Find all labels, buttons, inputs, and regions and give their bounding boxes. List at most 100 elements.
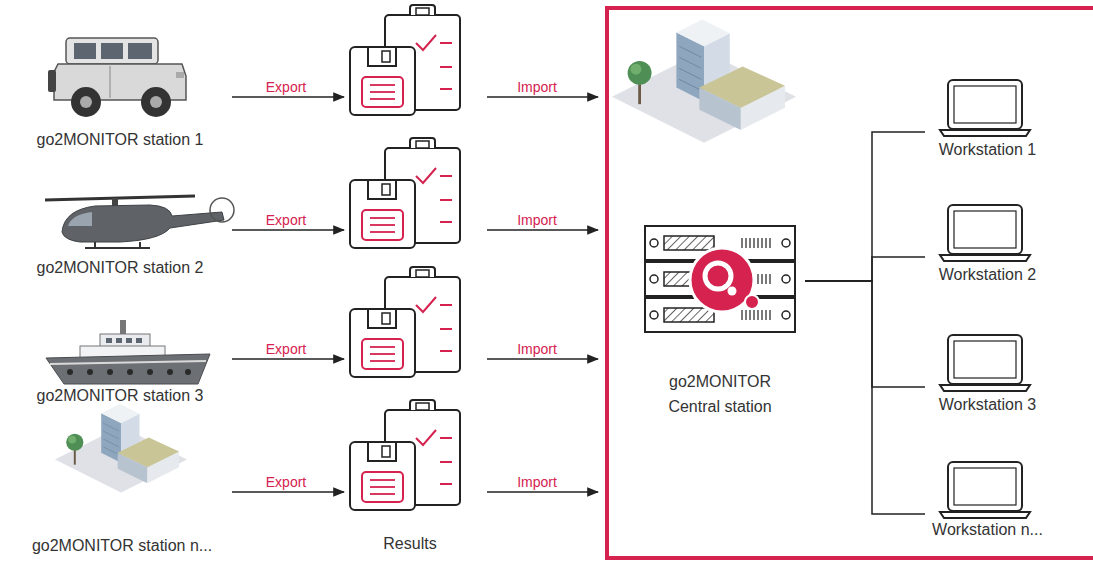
art-part: [232, 491, 344, 493]
workstation-node: Workstation n...: [925, 462, 1050, 540]
station-node: go2MONITOR station 1: [37, 40, 204, 150]
laptop-icon: [940, 205, 1030, 261]
art-part: [650, 239, 658, 247]
result-document: [350, 138, 460, 248]
flow-label: Import: [517, 212, 557, 229]
art-part: [101, 43, 123, 59]
art-part: [232, 358, 344, 360]
node-label: go2MONITOR station n...: [32, 536, 212, 556]
node-label: go2MONITOR Central station: [655, 370, 785, 420]
art-part: [650, 311, 658, 319]
art-part: [782, 311, 790, 319]
art-part: [705, 263, 731, 289]
art-part: [742, 238, 770, 248]
art-part: [116, 338, 122, 343]
building-icon: [55, 404, 187, 492]
flow-label: Export: [266, 474, 306, 491]
flow-label: Import: [517, 474, 557, 491]
art-part: [176, 72, 184, 78]
flow-label: Export: [266, 79, 306, 96]
art-part: [141, 87, 171, 117]
node-label: go2MONITOR station 2: [37, 258, 204, 278]
station-node: go2MONITOR station 2: [37, 190, 204, 278]
art-part: [167, 369, 173, 375]
art-part: [150, 96, 162, 108]
art-part: [728, 287, 737, 296]
laptop-icon: [940, 335, 1030, 391]
art-part: [650, 275, 658, 283]
art-part: [782, 275, 790, 283]
laptop-icon: [940, 80, 1030, 136]
art-part: [742, 310, 770, 320]
art-part: [487, 491, 598, 493]
building-icon: [612, 20, 796, 143]
art-part: [46, 354, 210, 384]
art-part: [487, 96, 598, 98]
art-part: [80, 96, 92, 108]
art-part: [147, 369, 153, 375]
art-part: [664, 236, 714, 250]
node-label: Workstation 1: [925, 140, 1050, 160]
flow-label: Import: [517, 341, 557, 358]
art-part: [67, 369, 73, 375]
flow-arrow: [232, 97, 598, 492]
result-document: [350, 5, 460, 115]
art-part: [745, 295, 759, 309]
vehicle-icon: [48, 38, 186, 117]
art-part: [127, 369, 133, 375]
column-label: Results: [383, 534, 436, 553]
tree-connector: [805, 132, 925, 281]
flow-label: Export: [266, 341, 306, 358]
art-part: [48, 70, 56, 92]
art-part: [106, 338, 142, 343]
art-part: [128, 43, 152, 59]
workstation-node: Workstation 3: [925, 335, 1050, 415]
art-part: [71, 87, 101, 117]
central-frame: [607, 8, 1093, 558]
art-part: [136, 338, 142, 343]
art-part: [487, 229, 598, 231]
art-part: [664, 308, 714, 322]
workstation-node: Workstation 2: [925, 205, 1050, 285]
tree-connector: [805, 281, 925, 387]
art-part: [94, 242, 96, 248]
art-part: [110, 66, 111, 98]
result-document: [350, 267, 460, 377]
art-part: [67, 369, 191, 375]
central-station-node: go2MONITOR Central station: [635, 225, 805, 420]
art-part: [45, 196, 195, 200]
workstation-node: Workstation 1: [925, 80, 1050, 160]
art-part: [232, 96, 344, 98]
art-part: [50, 361, 206, 364]
art-part: [87, 369, 93, 375]
art-part: [68, 212, 92, 226]
art-part: [650, 239, 790, 319]
station-node: go2MONITOR station n...: [32, 440, 212, 556]
node-label: go2MONITOR station 3: [37, 386, 204, 406]
node-label: Workstation 3: [925, 395, 1050, 415]
result-document: [350, 400, 460, 510]
art-part: [107, 369, 113, 375]
art-part: [74, 43, 96, 59]
art-part: [185, 369, 191, 375]
node-label: go2MONITOR station 1: [37, 130, 204, 150]
tree-connector: [805, 281, 925, 514]
server-icon: [645, 226, 795, 332]
flow-label: Export: [266, 212, 306, 229]
art-part: [210, 198, 234, 222]
art-part: [126, 338, 132, 343]
art-part: [106, 338, 112, 343]
station-node: go2MONITOR station 3: [37, 320, 204, 406]
laptop-icon: [940, 462, 1030, 518]
art-part: [62, 205, 224, 242]
art-part: [487, 358, 598, 360]
art-part: [66, 38, 158, 64]
art-part: [139, 242, 141, 248]
helicopter-icon: [45, 196, 234, 248]
node-label: Workstation 2: [925, 265, 1050, 285]
node-label: Workstation n...: [925, 520, 1050, 540]
art-part: [782, 239, 790, 247]
tree-connector: [805, 257, 925, 281]
ship-icon: [46, 320, 210, 384]
